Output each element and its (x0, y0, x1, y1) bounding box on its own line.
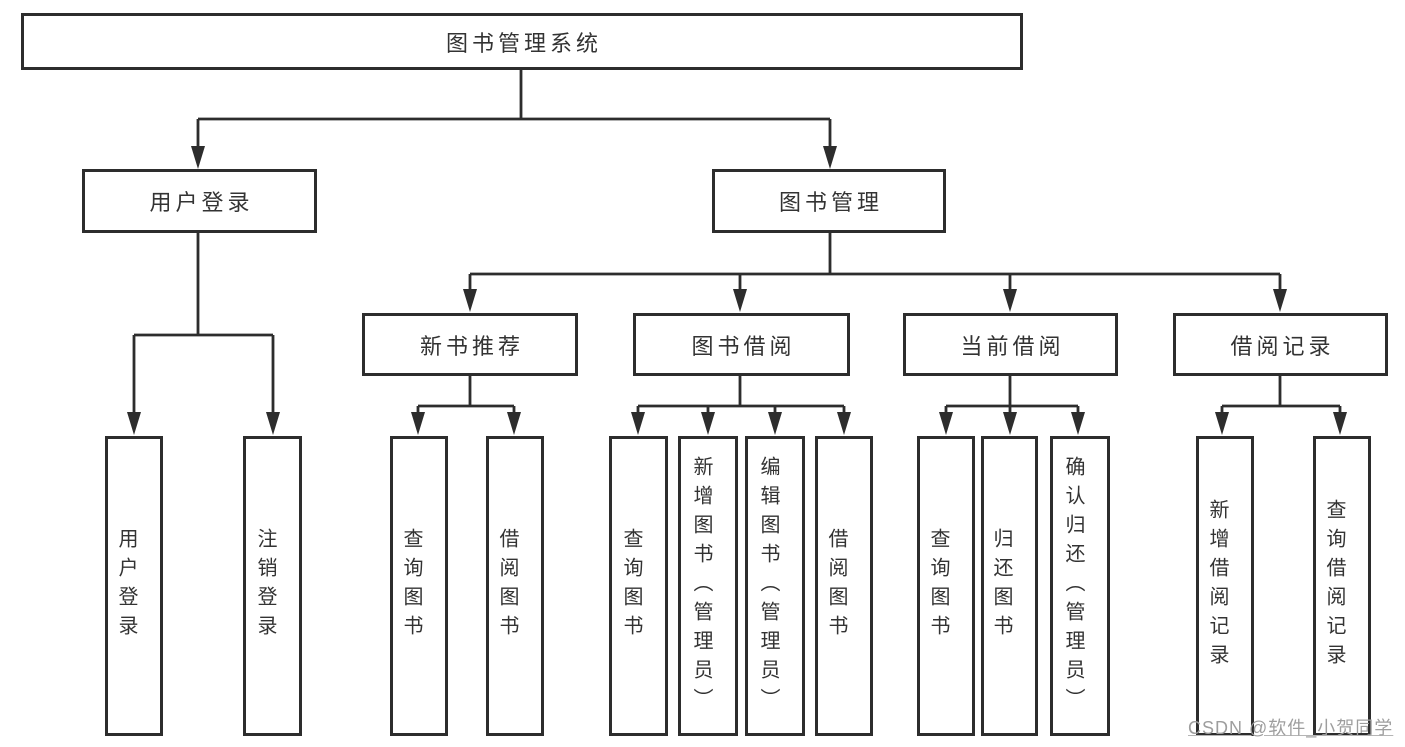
leaf-add-book-admin: 新增图书（管理员） (678, 436, 738, 736)
node-book-management: 图书管理 (712, 169, 946, 233)
leaf-user-login: 用户登录 (105, 436, 163, 736)
leaf-edit-book-admin: 编辑图书（管理员） (745, 436, 805, 736)
csdn-watermark: CSDN @软件_小贺同学 (1188, 718, 1394, 738)
leaf-borrow-books-2: 借阅图书 (815, 436, 873, 736)
node-new-book-recommend: 新书推荐 (362, 313, 578, 376)
leaf-query-books-1: 查询图书 (390, 436, 448, 736)
node-book-borrowing: 图书借阅 (633, 313, 850, 376)
leaf-return-book: 归还图书 (981, 436, 1038, 736)
leaf-add-borrow-record: 新增借阅记录 (1196, 436, 1254, 736)
node-borrowing-records: 借阅记录 (1173, 313, 1388, 376)
leaf-query-books-2: 查询图书 (609, 436, 668, 736)
leaf-borrow-books-1: 借阅图书 (486, 436, 544, 736)
leaf-query-borrow-record: 查询借阅记录 (1313, 436, 1371, 736)
node-user-login: 用户登录 (82, 169, 317, 233)
leaf-query-books-3: 查询图书 (917, 436, 975, 736)
leaf-logout: 注销登录 (243, 436, 302, 736)
node-library-management-system: 图书管理系统 (21, 13, 1023, 70)
leaf-confirm-return-admin: 确认归还（管理员） (1050, 436, 1110, 736)
node-current-borrowing: 当前借阅 (903, 313, 1118, 376)
